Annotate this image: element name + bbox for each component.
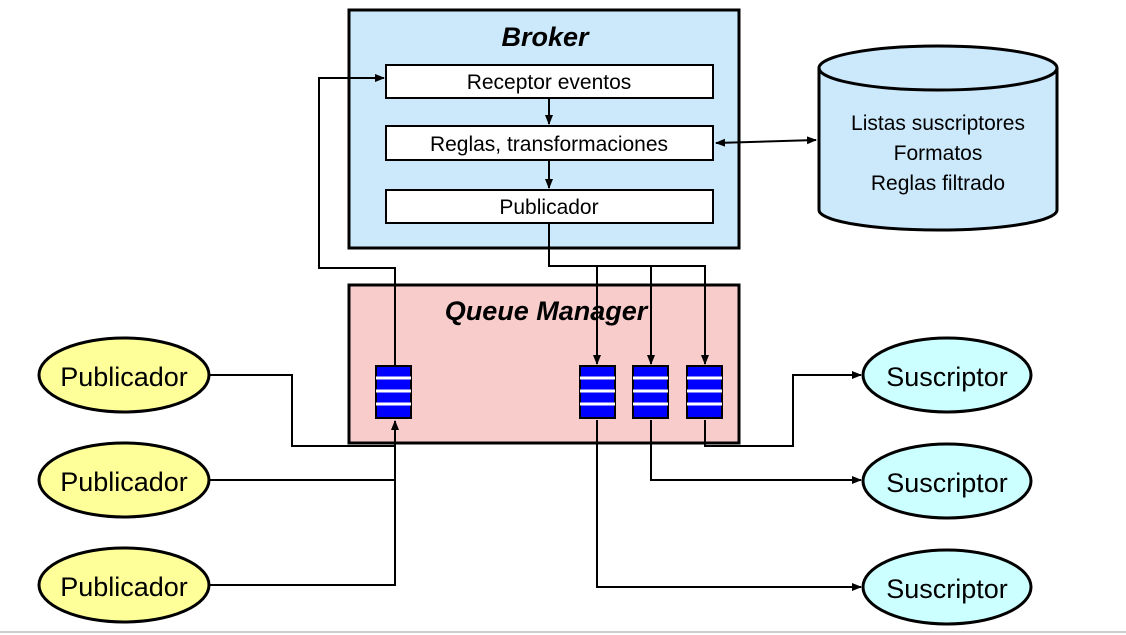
- database-line-3: Reglas filtrado: [871, 172, 1005, 195]
- suscriptor-node-3-label: Suscriptor: [886, 574, 1008, 604]
- output-queue-2-icon: [632, 365, 669, 419]
- suscriptor-node-1-label: Suscriptor: [886, 362, 1008, 392]
- reglas-transformaciones-box: Reglas, transformaciones: [385, 125, 714, 161]
- reglas-transformaciones-label: Reglas, transformaciones: [430, 133, 668, 156]
- line-queue-3-to-suscriptor-1: [704, 371, 862, 447]
- line-publicador-to-queue-1: [548, 223, 601, 365]
- input-queue-icon: [375, 365, 412, 419]
- suscriptor-node-2: Suscriptor: [861, 442, 1033, 520]
- database-cylinder: Listas suscriptores Formatos Reglas filt…: [817, 44, 1059, 232]
- broker-publicador-box: Publicador: [385, 189, 714, 224]
- publicador-node-1: Publicador: [37, 336, 211, 414]
- database-line-1: Listas suscriptores: [851, 112, 1025, 135]
- broker-publicador-label: Publicador: [499, 196, 598, 219]
- line-inqueue-to-receptor: [318, 74, 396, 366]
- line-publicador-3-to-queue: [210, 420, 399, 586]
- database-line-2: Formatos: [894, 142, 983, 165]
- publicador-node-1-label: Publicador: [60, 362, 188, 392]
- queue-manager-box: Queue Manager: [347, 283, 741, 445]
- queue-manager-title: Queue Manager: [445, 296, 649, 326]
- suscriptor-node-1: Suscriptor: [861, 336, 1033, 414]
- suscriptor-node-3: Suscriptor: [861, 548, 1033, 626]
- publicador-node-3-label: Publicador: [60, 572, 188, 602]
- output-queue-1-icon: [579, 365, 616, 419]
- receptor-eventos-label: Receptor eventos: [467, 71, 632, 94]
- output-queue-3-icon: [686, 365, 723, 419]
- broker-title: Broker: [501, 22, 590, 52]
- suscriptor-node-2-label: Suscriptor: [886, 468, 1008, 498]
- line-queue-1-to-suscriptor-3: [596, 420, 862, 591]
- arrow-reglas-database: [715, 136, 817, 147]
- line-queue-2-to-suscriptor-2: [650, 420, 862, 484]
- publicador-node-2-label: Publicador: [60, 467, 188, 497]
- publicador-node-3: Publicador: [37, 546, 211, 624]
- line-publicador-1-to-queue: [210, 374, 395, 447]
- line-publicador-to-queue-3: [651, 265, 709, 365]
- receptor-eventos-box: Receptor eventos: [385, 64, 714, 99]
- publicador-node-2: Publicador: [37, 441, 211, 519]
